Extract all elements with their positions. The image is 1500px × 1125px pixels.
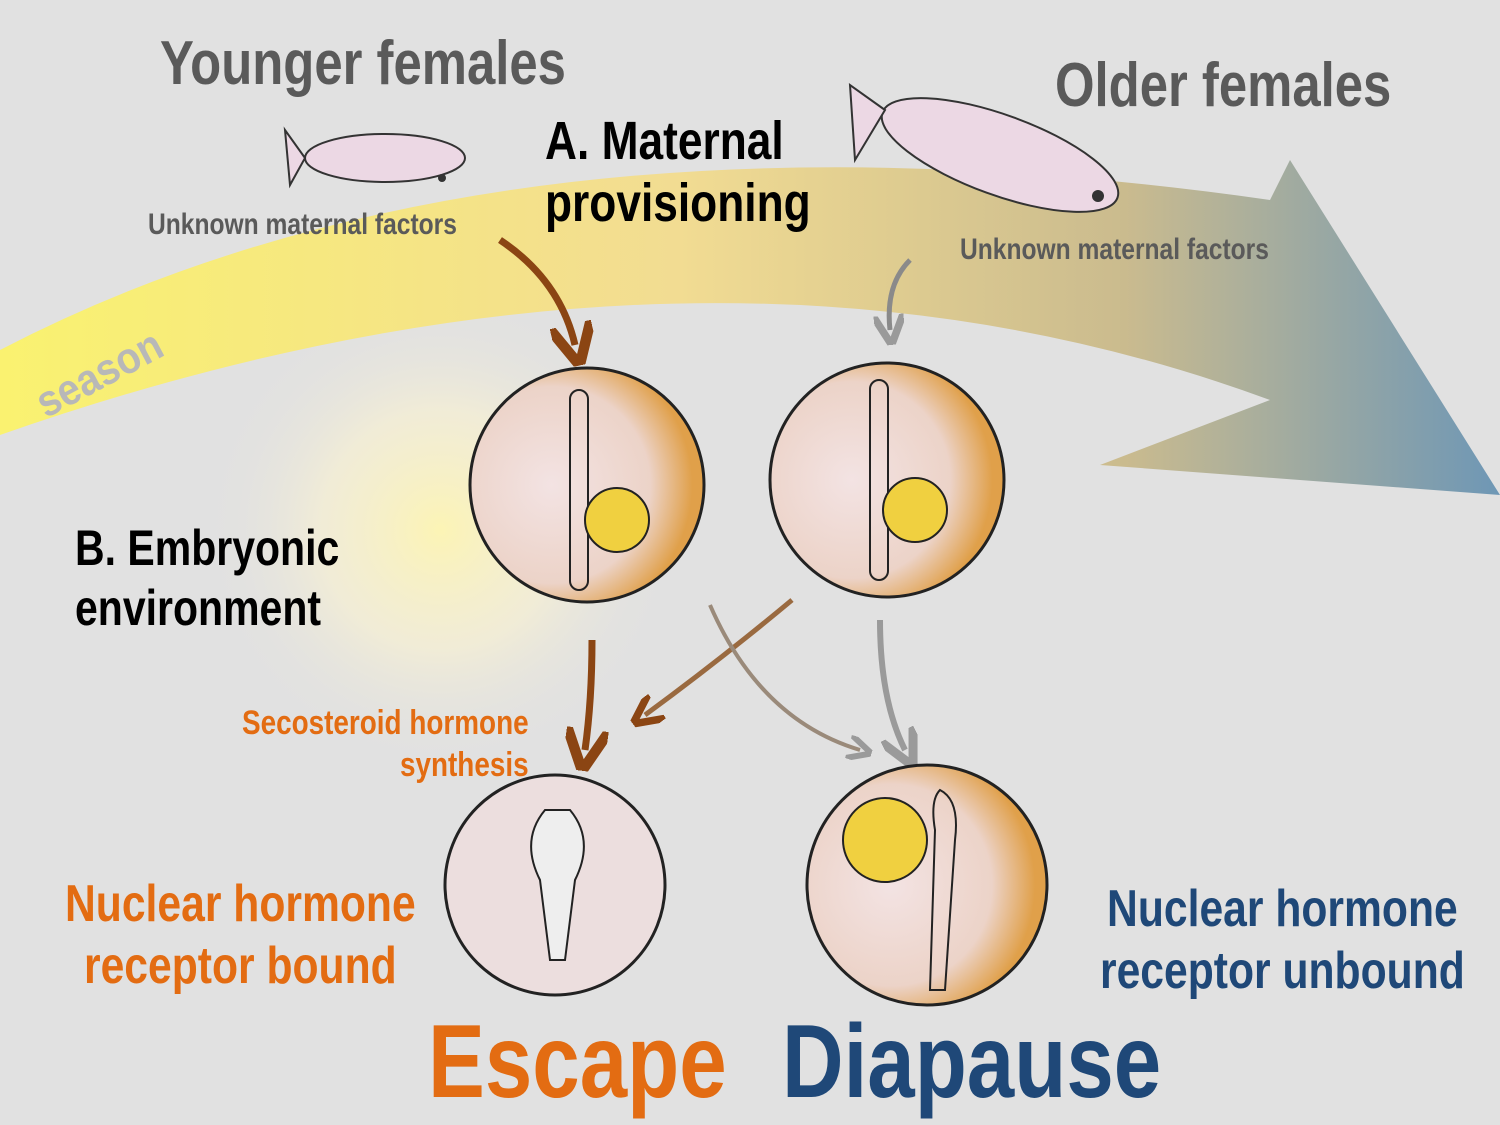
- season-arrow: [0, 160, 1500, 495]
- factors-left-label: Unknown maternal factors: [148, 208, 457, 241]
- bound-line2: receptor bound: [83, 937, 397, 995]
- secosteroid-label: Secosteroid hormone synthesis: [242, 702, 529, 786]
- factors-right-label: Unknown maternal factors: [960, 233, 1269, 266]
- maternal-line1: A. Maternal: [545, 111, 784, 171]
- arrow-young-escape: [585, 639, 592, 750]
- unbound-line2: receptor unbound: [1100, 942, 1465, 1000]
- younger-fish-icon: [283, 126, 466, 189]
- maternal-arrow-brown: [498, 237, 575, 345]
- arrow-young-diapause: [708, 604, 860, 750]
- secosteroid-line1: Secosteroid hormone: [242, 704, 529, 742]
- receptor-bound-label: Nuclear hormone receptor bound: [65, 873, 416, 997]
- embryonic-environment-heading: B. Embryonic environment: [75, 518, 339, 638]
- arrow-old-diapause: [877, 619, 905, 750]
- embryo-young-icon: [468, 366, 706, 604]
- older-females-label: Older females: [1055, 51, 1392, 120]
- maternal-arrow-gray: [889, 258, 912, 330]
- embryo-diapause-icon: [805, 763, 1049, 1007]
- diapause-label: Diapause: [782, 1004, 1162, 1120]
- embryonic-line2: environment: [75, 580, 322, 636]
- unbound-line1: Nuclear hormone: [1107, 880, 1458, 938]
- maternal-provisioning-heading: A. Maternal provisioning: [545, 110, 811, 234]
- secosteroid-line2: synthesis: [399, 746, 529, 784]
- maternal-line2: provisioning: [545, 173, 811, 233]
- younger-females-label: Younger females: [160, 29, 566, 98]
- older-fish-icon: [848, 82, 1120, 213]
- embryo-escape-icon: [443, 773, 667, 997]
- escape-label: Escape: [428, 1004, 727, 1120]
- receptor-unbound-label: Nuclear hormone receptor unbound: [1100, 878, 1465, 1002]
- bound-line1: Nuclear hormone: [65, 875, 416, 933]
- embryonic-line1: B. Embryonic: [75, 520, 340, 576]
- embryo-old-icon: [768, 361, 1006, 599]
- arrow-old-escape: [645, 598, 794, 715]
